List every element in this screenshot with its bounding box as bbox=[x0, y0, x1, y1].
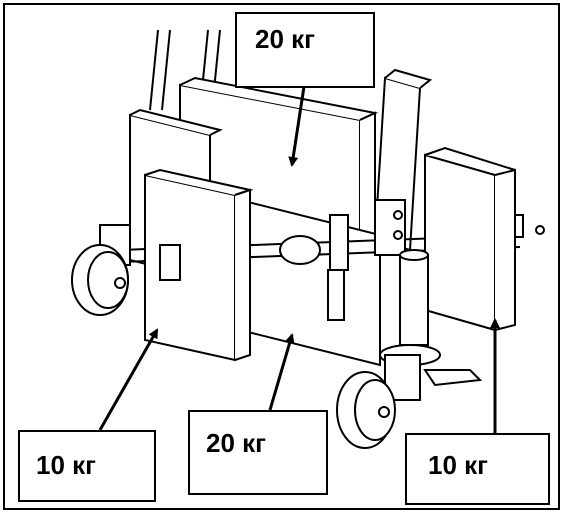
label-box-bottom-left bbox=[18, 430, 156, 502]
arrow-bottom-center bbox=[268, 333, 295, 411]
front-left-plate bbox=[144, 168, 254, 362]
pointer-arrows bbox=[98, 79, 500, 435]
label-bottom-left-weight: 10 кг bbox=[36, 450, 96, 480]
left-caster-wheel bbox=[71, 224, 131, 316]
label-box-top bbox=[235, 12, 375, 88]
label-bottom-center-weight: 20 кг bbox=[206, 428, 266, 458]
diagram-frame bbox=[3, 3, 560, 510]
label-bottom-right-weight: 10 кг bbox=[428, 450, 488, 480]
arrow-top bbox=[288, 79, 307, 167]
right-caster-wheel bbox=[336, 354, 421, 449]
label-box-bottom-right bbox=[405, 433, 550, 505]
right-weight-plate bbox=[424, 146, 545, 332]
foot-pedal bbox=[423, 369, 483, 387]
clamp-assembly bbox=[327, 199, 406, 321]
arrow-bottom-left bbox=[98, 328, 159, 431]
right-caster-post bbox=[379, 249, 441, 366]
label-box-bottom-center bbox=[188, 410, 328, 495]
label-top-weight: 20 кг bbox=[255, 24, 315, 54]
